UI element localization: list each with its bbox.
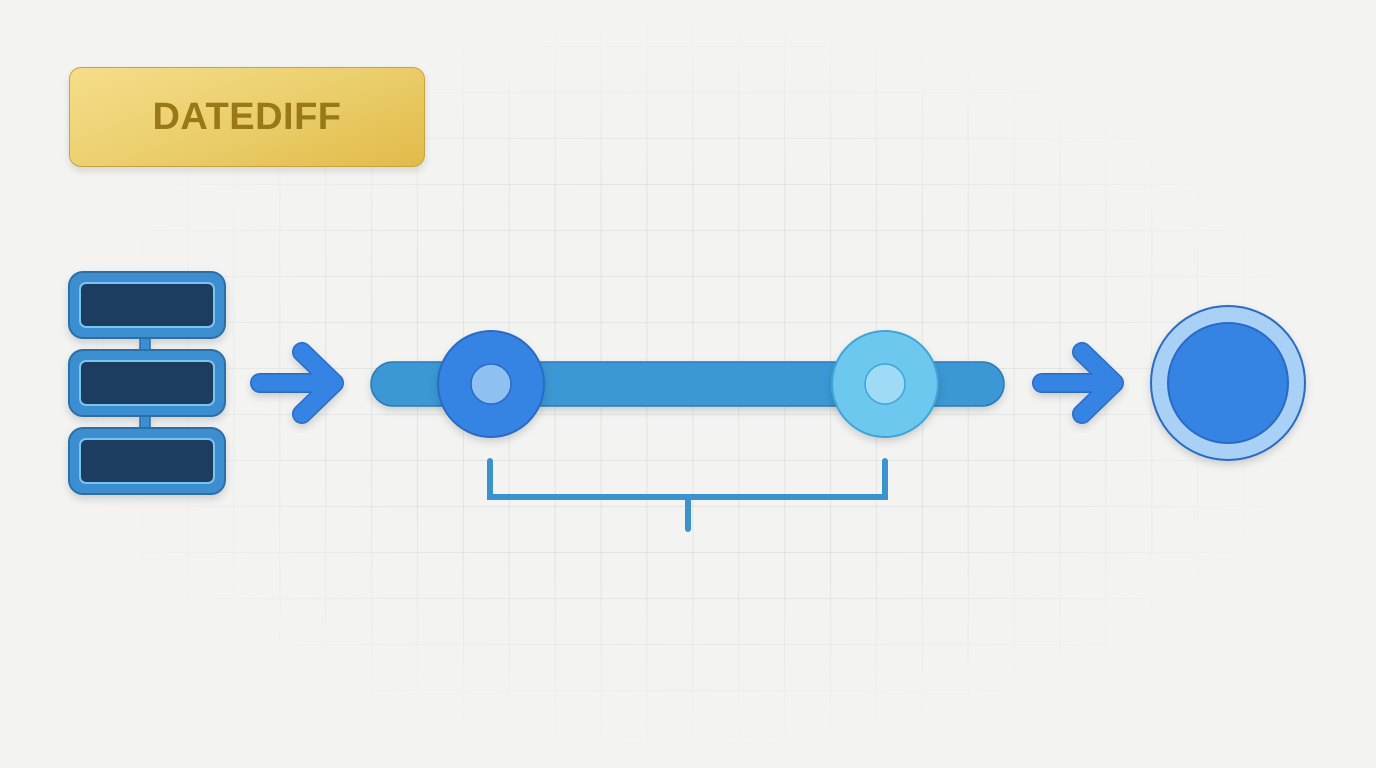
end-date-marker (831, 330, 939, 438)
table-row-2 (68, 349, 226, 417)
table-row-3 (68, 427, 226, 495)
function-title-label: DATEDIFF (152, 95, 342, 138)
table-row-1 (68, 271, 226, 339)
arrow-right-icon (1032, 342, 1124, 424)
date-range-bracket (487, 458, 888, 532)
result-circle-icon (1150, 305, 1306, 461)
arrow-right-icon (250, 342, 344, 424)
start-date-marker (437, 330, 545, 438)
function-title-badge: DATEDIFF (69, 67, 425, 167)
database-table-icon (68, 271, 226, 495)
